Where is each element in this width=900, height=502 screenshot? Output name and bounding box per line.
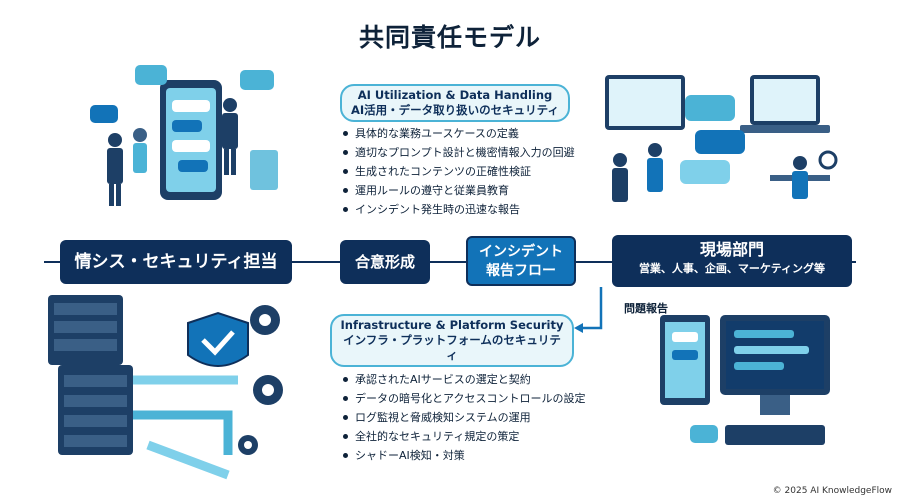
list-item: 適切なプロンプト設計と機密情報入力の回避 <box>343 143 575 162</box>
field-collaboration-illustration <box>605 75 838 202</box>
field-title: 現場部門 <box>699 240 764 259</box>
list-item: データの暗号化とアクセスコントロールの設定 <box>343 389 585 408</box>
incident-flow-box: インシデント 報告フロー <box>466 236 576 286</box>
report-label: 問題報告 <box>624 302 668 315</box>
top-heading-ja: AI活用・データ取り扱いのセキュリティ <box>351 103 559 117</box>
incident-line1: インシデント <box>479 244 563 260</box>
list-item: 全社的なセキュリティ規定の策定 <box>343 427 585 446</box>
incident-line2: 報告フロー <box>486 263 556 279</box>
list-item: 具体的な業務ユースケースの定義 <box>343 124 575 143</box>
field-department-box: 現場部門 営業、人事、企画、マーケティング等 <box>612 235 852 287</box>
top-section-list: 具体的な業務ユースケースの定義 適切なプロンプト設計と機密情報入力の回避 生成さ… <box>343 124 575 219</box>
page-title: 共同責任モデル <box>358 23 541 52</box>
bottom-section-list: 承認されたAIサービスの選定と契約 データの暗号化とアクセスコントロールの設定 … <box>343 370 585 465</box>
consensus-box: 合意形成 <box>340 240 430 284</box>
list-item: インシデント発生時の迅速な報告 <box>343 200 575 219</box>
list-item: 承認されたAIサービスの選定と契約 <box>343 370 585 389</box>
copyright: © 2025 AI KnowledgeFlow <box>772 486 892 496</box>
list-item: 運用ルールの遵守と従業員教育 <box>343 181 575 200</box>
list-item: ログ監視と脅威検知システムの運用 <box>343 408 585 427</box>
bottom-heading-ja: インフラ・プラットフォームのセキュリティ <box>343 333 561 362</box>
top-heading-en: AI Utilization & Data Handling <box>357 88 553 102</box>
report-monitor-illustration <box>660 315 830 445</box>
top-section-heading: AI Utilization & Data Handling AI活用・データ取… <box>340 84 570 122</box>
bottom-section-heading: Infrastructure & Platform Security インフラ・… <box>330 314 574 367</box>
field-subtitle: 営業、人事、企画、マーケティング等 <box>638 262 826 275</box>
bottom-heading-en: Infrastructure & Platform Security <box>340 318 564 332</box>
list-item: 生成されたコンテンツの正確性検証 <box>343 162 575 181</box>
ai-usage-illustration <box>90 65 278 206</box>
infrastructure-illustration <box>48 295 283 480</box>
it-security-box: 情シス・セキュリティ担当 <box>60 240 292 284</box>
list-item: シャドーAI検知・対策 <box>343 446 585 465</box>
flow-line <box>44 261 856 263</box>
